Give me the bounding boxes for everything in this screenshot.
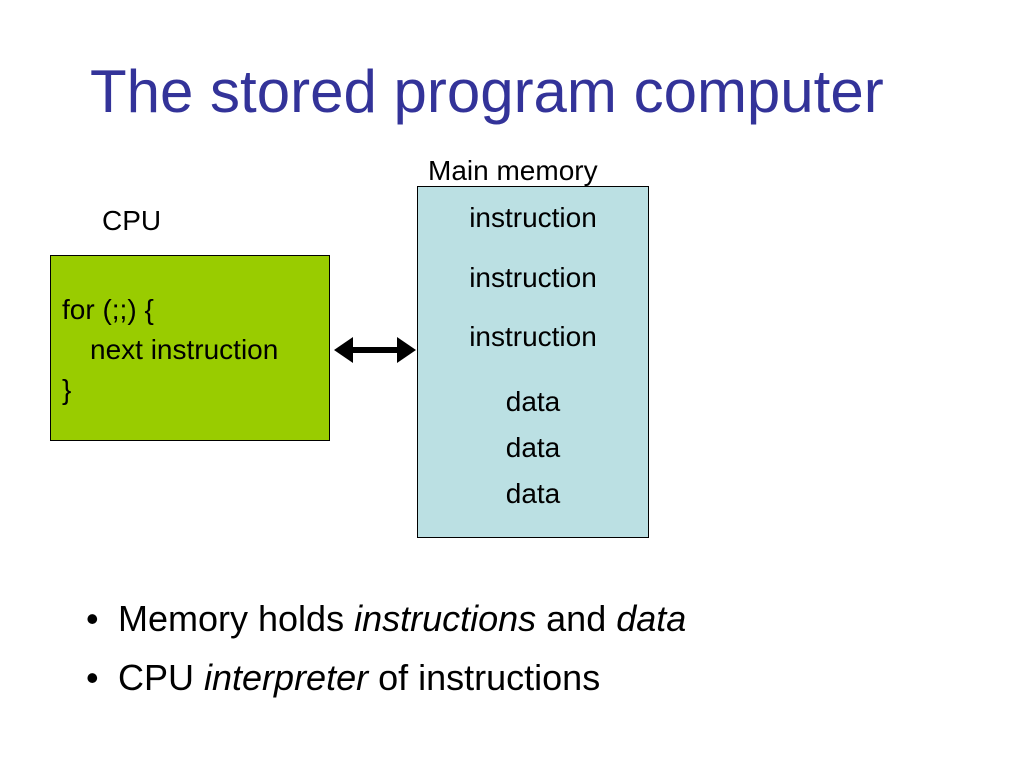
code-line-next-instruction: next instruction	[90, 334, 279, 365]
memory-item-instruction-1: instruction	[469, 202, 597, 233]
memory-item-data-3: data	[505, 478, 561, 509]
bullet-icon: •	[86, 598, 99, 639]
bullet-cpu-interpreter: •CPU interpreter of instructions	[86, 657, 601, 698]
cpu-label: CPU	[102, 205, 162, 236]
code-line-close-brace: }	[62, 374, 72, 405]
memory-item-instruction-2: instruction	[469, 262, 597, 293]
memory-item-instruction-3: instruction	[469, 321, 597, 352]
code-line-for: for (;;) {	[62, 294, 154, 325]
double-arrow-icon	[334, 337, 416, 363]
bullet-memory-holds: •Memory holds instructions and data	[86, 598, 687, 639]
bullet-icon: •	[86, 657, 99, 698]
main-memory-label: Main memory	[428, 155, 598, 186]
slide-title: The stored program computer	[90, 58, 884, 125]
memory-item-data-1: data	[505, 386, 561, 417]
cpu-box: for (;;) { next instruction }	[50, 255, 330, 441]
memory-item-data-2: data	[505, 432, 561, 463]
main-memory-box: instruction instruction instruction data…	[417, 186, 649, 538]
